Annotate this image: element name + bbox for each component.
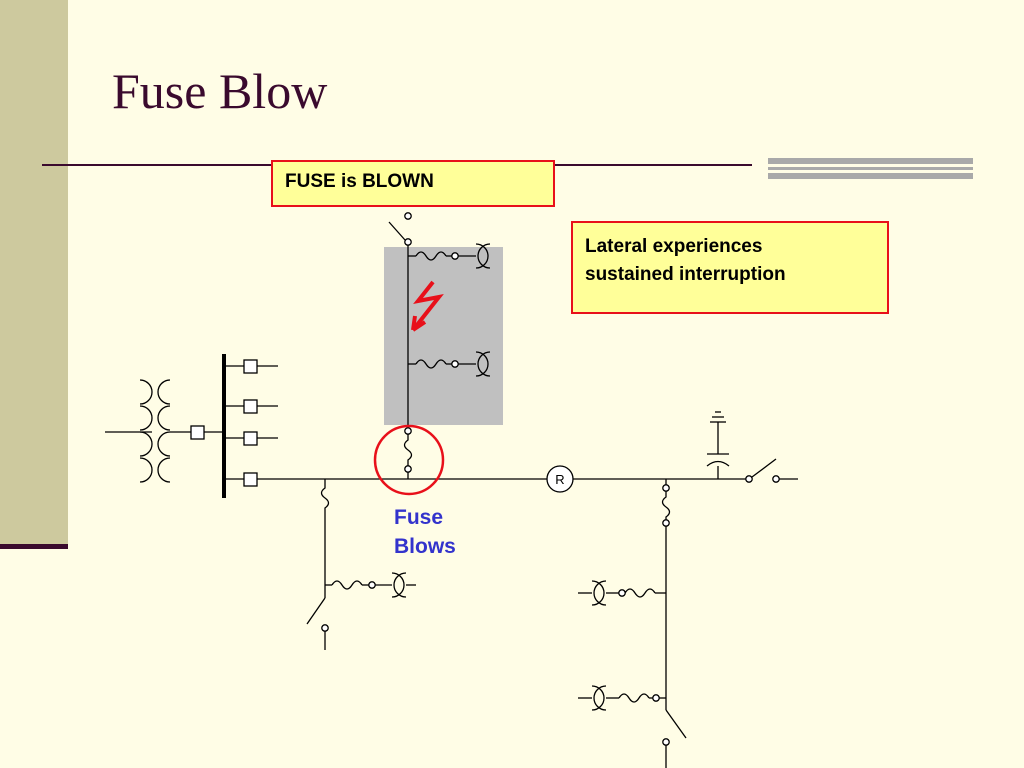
load-transformer-icon <box>408 243 491 269</box>
recloser-icon: R <box>546 465 574 493</box>
breaker-icon <box>190 425 205 440</box>
feeder-breakers <box>224 359 278 487</box>
load-transformer-icon <box>578 685 666 711</box>
transformer-icon <box>105 379 224 483</box>
load-transformer-icon <box>408 351 491 377</box>
faulted-zone <box>384 247 503 425</box>
fuse-blown-callout: FUSE is BLOWN <box>271 160 555 207</box>
fuse-blows-label: Fuse Blows <box>394 504 456 562</box>
lightning-fault-icon <box>411 280 444 332</box>
lateral-callout-line2: sustained interruption <box>585 263 786 285</box>
fuse-icon <box>403 427 413 479</box>
slide-title: Fuse Blow <box>112 63 328 119</box>
fuse-blows-line2: Blows <box>394 534 456 558</box>
lateral-c <box>578 479 687 768</box>
breaker-icon <box>243 431 258 446</box>
lateral-faulted <box>388 212 491 479</box>
left-decor-bar <box>0 544 68 549</box>
lateral-interruption-callout: Lateral experiences sustained interrupti… <box>571 221 889 314</box>
decor-stripe <box>768 167 973 170</box>
blown-fuse-highlight <box>373 424 445 496</box>
decor-stripe <box>768 173 973 179</box>
capacitor-icon <box>706 411 730 479</box>
fuse-blown-text: FUSE is BLOWN <box>285 171 434 192</box>
lateral-callout-line1: Lateral experiences <box>585 236 763 257</box>
switch-icon <box>745 458 798 483</box>
lateral-b <box>306 479 416 650</box>
load-transformer-icon <box>578 580 666 606</box>
breaker-icon <box>243 399 258 414</box>
load-transformer-icon <box>325 572 416 598</box>
decor-stripe <box>768 158 973 164</box>
left-decor-strip <box>0 0 68 544</box>
fuse-blows-line1: Fuse <box>394 506 444 529</box>
svg-text:R: R <box>555 472 564 487</box>
breaker-icon <box>243 359 258 374</box>
breaker-icon <box>243 472 258 487</box>
